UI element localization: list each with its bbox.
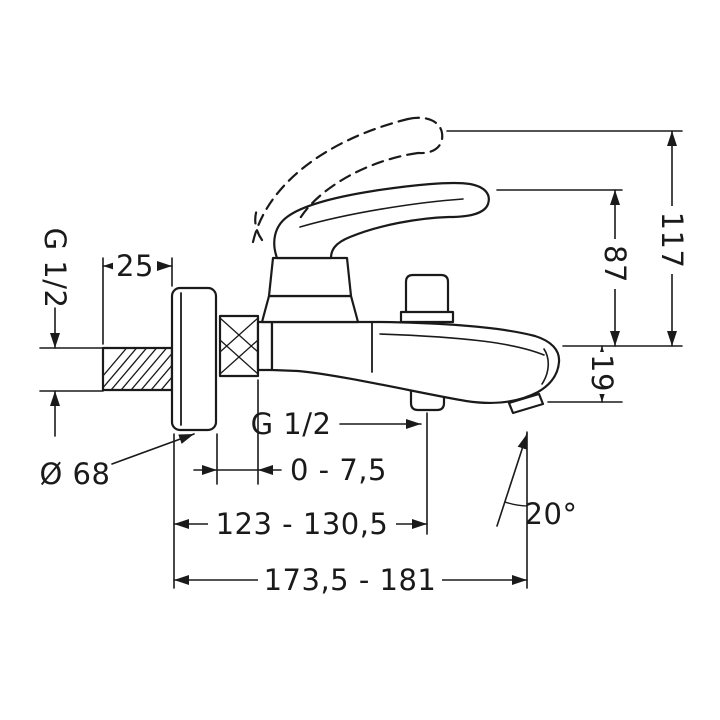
dimension-annotations: G 1/2 25 Ø 68 G 1/2 0 - 7,5 <box>38 130 689 597</box>
escutcheon <box>170 286 218 432</box>
union-nut <box>218 314 274 378</box>
aerator-angle-label: 20° <box>525 497 578 531</box>
lever-outline <box>273 181 490 260</box>
spout-contour-line <box>379 333 545 356</box>
dim-wall-to-spout-bg <box>258 565 442 595</box>
angle-leader-line <box>496 433 528 527</box>
dim-adjustment-label: 0 - 7,5 <box>290 453 387 487</box>
body-spout-outline <box>270 320 561 404</box>
dim-87-label: 87 <box>598 245 632 283</box>
diverter-knob <box>399 273 455 324</box>
dim-thread-shower-outlet: G 1/2 <box>251 407 428 535</box>
diverter-flange <box>399 310 455 324</box>
aerator <box>507 392 545 415</box>
dim-wall-to-outlet: 123 - 130,5 <box>173 433 428 589</box>
lever-handle-raised-dashed <box>251 116 444 244</box>
dim-wall-to-outlet-label: 123 - 130,5 <box>216 507 389 541</box>
thread-shower-outlet-label: G 1/2 <box>251 407 332 441</box>
dim-25: 25 <box>102 249 173 345</box>
dim-wall-to-spout: 173,5 - 181 <box>173 431 528 597</box>
faucet-drawing <box>101 116 561 432</box>
diverter-cap <box>404 273 450 316</box>
thread-extension-lines <box>39 347 104 392</box>
escutcheon-diameter-label: Ø 68 <box>40 457 111 491</box>
escutcheon-diameter-leader <box>111 433 195 465</box>
nut-knurl-pattern <box>219 317 259 375</box>
dim-adjustment: 0 - 7,5 <box>193 379 387 487</box>
lever-handle-closed <box>273 181 490 260</box>
dim-height-raised: 117 <box>655 130 689 347</box>
dim-117-label: 117 <box>655 212 689 269</box>
dim-escutcheon-diameter: Ø 68 <box>40 433 195 491</box>
dim-25-label-bg <box>113 252 157 280</box>
dim-87-bg <box>600 239 630 289</box>
angle-label-bg <box>530 500 574 528</box>
nut-outline <box>218 314 260 378</box>
dim-117-bg <box>657 206 687 274</box>
cartridge-body <box>267 256 353 298</box>
cartridge-base-cone <box>260 294 360 324</box>
handle-cartridge <box>260 256 360 324</box>
thread-wall-label: G 1/2 <box>38 228 72 309</box>
thread-hatch-pattern <box>103 348 172 390</box>
spout-end-cap-line <box>541 348 550 385</box>
dim-19-label: 19 <box>585 354 619 392</box>
escutcheon-outline <box>170 286 218 432</box>
right-extension-lines <box>446 130 683 403</box>
dim-wall-to-outlet-bg <box>208 509 396 539</box>
raised-lever-tip <box>406 116 444 155</box>
dim-25-label: 25 <box>116 249 154 283</box>
angle-arc <box>504 501 528 507</box>
spacer-ring <box>256 320 274 372</box>
body-and-spout <box>270 320 561 404</box>
dim-thread-wall: G 1/2 <box>38 228 104 437</box>
raised-lever-lower-edge <box>297 151 420 222</box>
dim-height-closed: 87 <box>598 189 632 347</box>
dim-wall-to-spout-label: 173,5 - 181 <box>264 563 437 597</box>
dim-25-extension-lines <box>102 257 173 345</box>
raised-lever-upper-edge <box>251 117 410 244</box>
dim-spout-drop: 19 <box>585 345 619 403</box>
raised-lever-pivot-arc <box>254 205 264 242</box>
lever-detail-line <box>299 198 464 228</box>
dim-aerator-angle: 20° <box>496 433 578 531</box>
dim-19-bg <box>588 352 616 394</box>
